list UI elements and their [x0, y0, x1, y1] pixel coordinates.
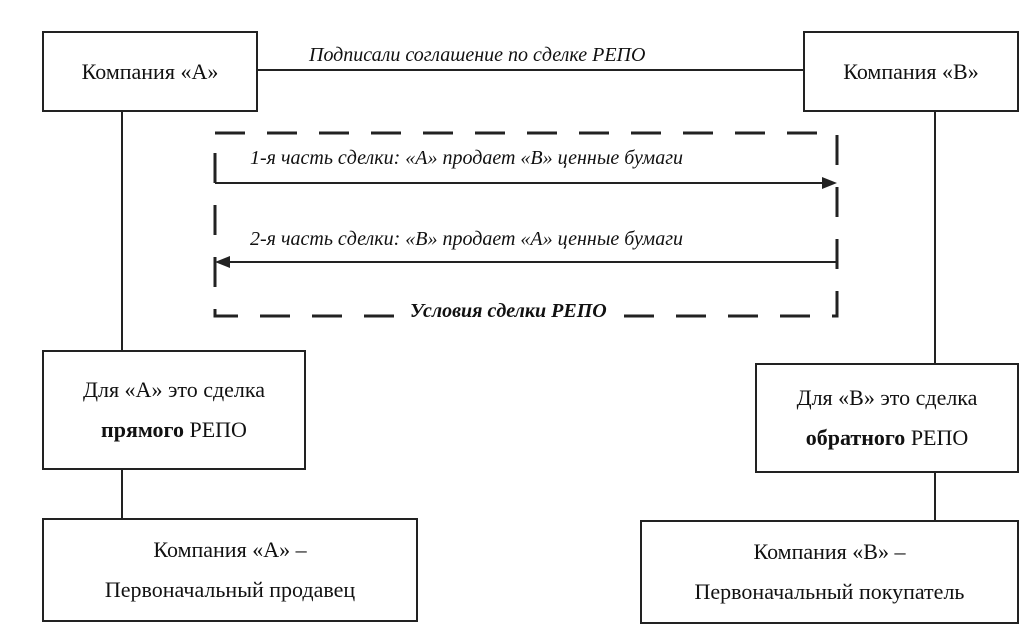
company-a-label: Компания «А»: [81, 58, 219, 84]
b-role-line2: Первоначальный покупатель: [694, 579, 965, 604]
b-deal-rest: РЕПО: [905, 425, 969, 450]
agreement-label: Подписали соглашение по сделке РЕПО: [305, 44, 650, 67]
a-role-box: Компания «А» – Первоначальный продавец: [42, 518, 418, 622]
b-role-line1: Компания «В» –: [753, 539, 906, 564]
a-role-line1: Компания «А» –: [153, 537, 307, 562]
a-deal-box: Для «А» это сделка прямого РЕПО: [42, 350, 306, 470]
company-b-label: Компания «В»: [843, 58, 979, 84]
part2-label: 2-я часть сделки: «В» продает «А» ценные…: [250, 228, 683, 250]
b-deal-bold: обратного: [805, 425, 906, 450]
b-deal-line1: Для «В» это сделка: [796, 385, 978, 410]
company-b-box: Компания «В»: [803, 31, 1019, 112]
a-deal-bold: прямого: [101, 417, 184, 442]
b-role-box: Компания «В» – Первоначальный покупатель: [640, 520, 1019, 624]
conditions-label: Условия сделки РЕПО: [406, 300, 611, 323]
company-a-box: Компания «А»: [42, 31, 258, 112]
b-deal-box: Для «В» это сделка обратного РЕПО: [755, 363, 1019, 473]
a-role-line2: Первоначальный продавец: [104, 577, 356, 602]
a-deal-line1: Для «А» это сделка: [82, 377, 266, 402]
a-deal-rest: РЕПО: [184, 417, 247, 442]
part1-label: 1-я часть сделки: «А» продает «В» ценные…: [250, 147, 683, 169]
